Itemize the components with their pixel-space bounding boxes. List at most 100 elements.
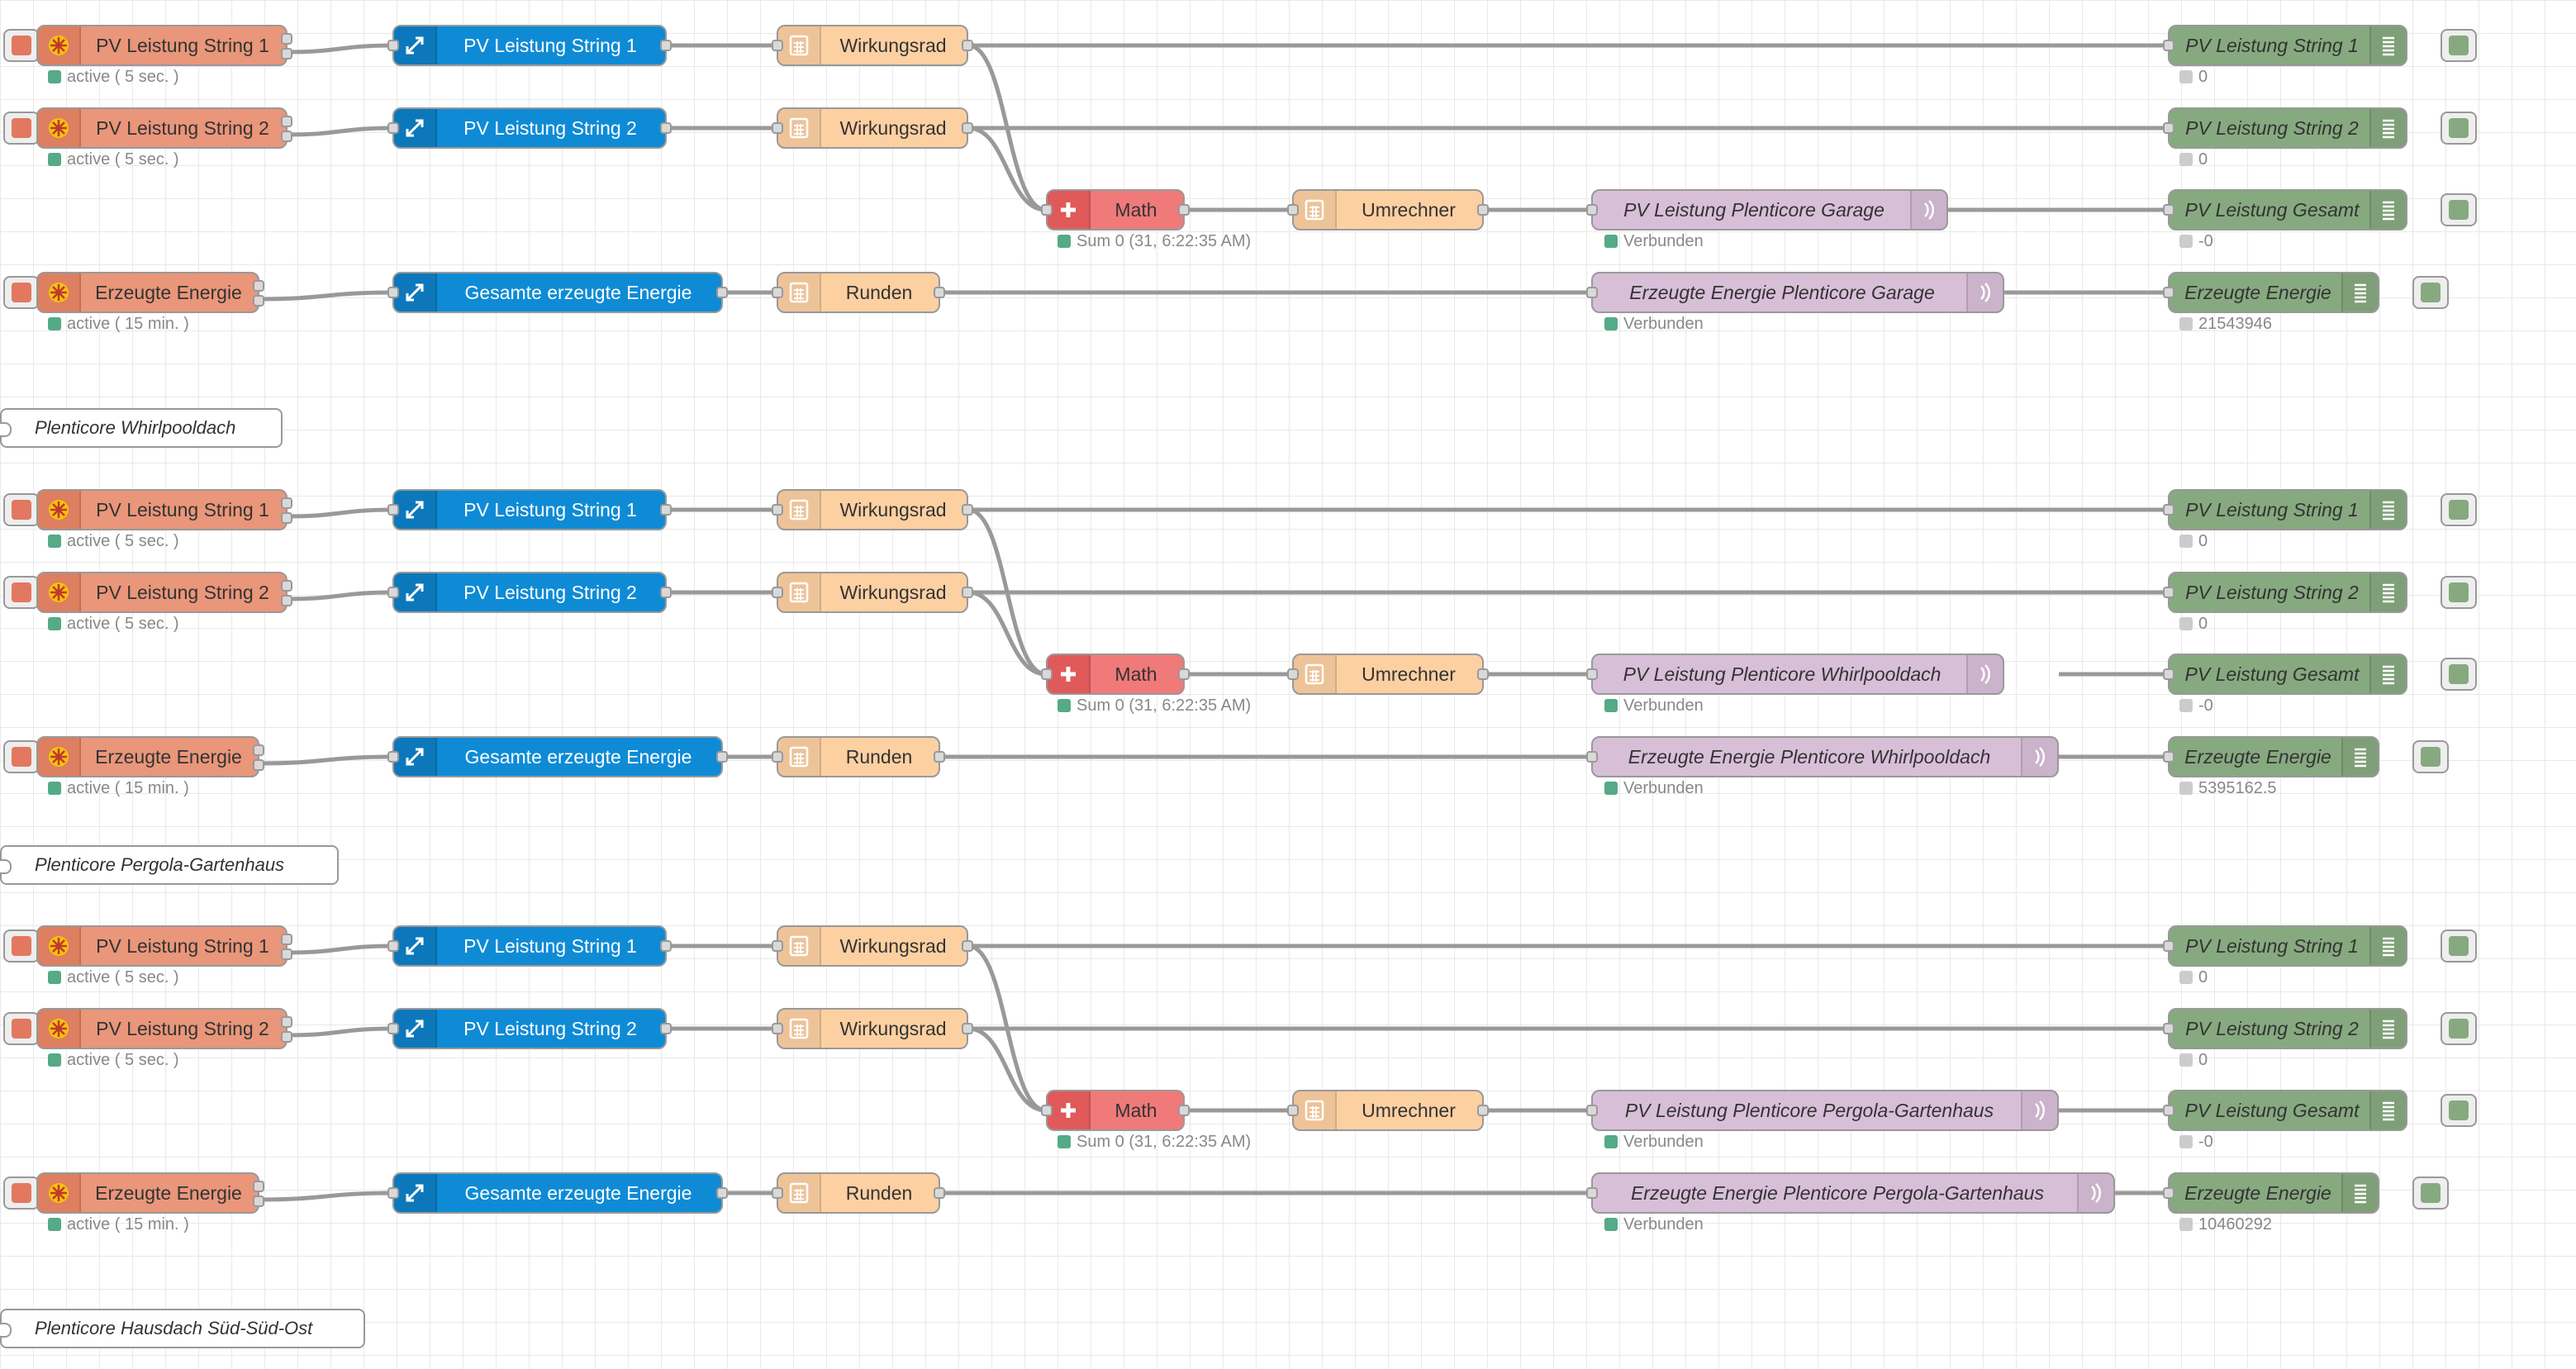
debug-node-string1[interactable]: PV Leistung String 1 [2163,925,2407,967]
function-node-wirkungsrad[interactable]: Wirkungsrad [772,1008,973,1049]
math-node[interactable]: Math [1041,189,1190,231]
debug-node-string2[interactable]: PV Leistung String 2 [2163,107,2407,149]
list-lines-icon [2369,927,2406,965]
inject-node-energy[interactable]: Erzeugte Energie [36,1172,264,1214]
debug-toggle-button[interactable] [2441,658,2477,691]
debug-node-string2[interactable]: PV Leistung String 2 [2163,572,2407,613]
debug-status: -0 [2179,1133,2213,1152]
inject-trigger-button[interactable] [3,929,40,963]
mqtt-out-node[interactable]: Erzeugte Energie Plenticore Pergola-Gart… [1586,1172,2115,1214]
comment-node-hausdach[interactable]: Plenticore Hausdach Süd-Süd-Ost [0,1309,365,1348]
function-node-umrechner[interactable]: Umrechner [1287,1090,1489,1131]
mqtt-out-node[interactable]: PV Leistung Plenticore Garage [1586,189,1948,231]
inject-trigger-button[interactable] [3,576,40,609]
math-status: Sum 0 (31, 6:22:35 AM) [1057,696,1251,715]
list-lines-icon [2369,491,2406,529]
debug-toggle-button[interactable] [2441,112,2477,145]
debug-node-energy[interactable]: Erzeugte Energie [2163,1172,2379,1214]
function-node-wirkungsrad[interactable]: Wirkungsrad [772,572,973,613]
inject-trigger-button[interactable] [3,740,40,773]
function-node-wirkungsrad[interactable]: Wirkungsrad [772,489,973,530]
inject-trigger-button[interactable] [3,1176,40,1210]
function-node-wirkungsrad[interactable]: Wirkungsrad [772,925,973,967]
debug-node-total[interactable]: PV Leistung Gesamt [2163,654,2407,695]
inject-trigger-button[interactable] [3,29,40,62]
function-node-runden[interactable]: Runden [772,272,945,313]
inject-node-energy[interactable]: Erzeugte Energie [36,272,264,313]
broadcast-icon [2021,1091,2057,1129]
inject-node-energy[interactable]: Erzeugte Energie [36,736,264,777]
debug-toggle-button[interactable] [2412,276,2449,309]
inject-node-string1[interactable]: PV Leistung String 1 [36,25,292,66]
inject-node-string2[interactable]: PV Leistung String 2 [36,572,292,613]
debug-node-string1[interactable]: PV Leistung String 1 [2163,489,2407,530]
inject-trigger-button[interactable] [3,1012,40,1045]
debug-node-energy[interactable]: Erzeugte Energie [2163,736,2379,777]
inject-status: active ( 5 sec. ) [48,150,179,169]
function-label: Runden [845,1182,913,1204]
inject-label: PV Leistung String 2 [96,117,269,139]
inject-node-string1[interactable]: PV Leistung String 1 [36,925,292,967]
inject-trigger-button[interactable] [3,276,40,309]
mqtt-out-node[interactable]: Erzeugte Energie Plenticore Garage [1586,272,2004,313]
debug-node-string1[interactable]: PV Leistung String 1 [2163,25,2407,66]
mqtt-out-node[interactable]: PV Leistung Plenticore Pergola-Gartenhau… [1586,1090,2059,1131]
function-node-wirkungsrad[interactable]: Wirkungsrad [772,25,973,66]
inject-icon [38,573,81,611]
debug-toggle-button[interactable] [2441,1012,2477,1045]
inject-node-string2[interactable]: PV Leistung String 2 [36,1008,292,1049]
debug-status: -0 [2179,696,2213,715]
function-node-umrechner[interactable]: Umrechner [1287,654,1489,695]
expand-arrows-icon [394,573,437,611]
inject-label: Erzeugte Energie [95,746,242,768]
inject-trigger-button[interactable] [3,493,40,526]
function-node-umrechner[interactable]: Umrechner [1287,189,1489,231]
debug-toggle-button[interactable] [2412,1176,2449,1210]
range-node-energy[interactable]: Gesamte erzeugte Energie [387,736,728,777]
debug-node-energy[interactable]: Erzeugte Energie [2163,272,2379,313]
inject-status: active ( 5 sec. ) [48,1051,179,1070]
debug-toggle-button[interactable] [2441,576,2477,609]
debug-node-total[interactable]: PV Leistung Gesamt [2163,189,2407,231]
inject-node-string2[interactable]: PV Leistung String 2 [36,107,292,149]
function-label: Umrechner [1362,1100,1456,1121]
range-node-string2[interactable]: PV Leistung String 2 [387,572,672,613]
mqtt-out-node[interactable]: PV Leistung Plenticore Whirlpooldach [1586,654,2004,695]
list-lines-icon [2369,1010,2406,1048]
comment-node-whirlpooldach[interactable]: Plenticore Whirlpooldach [0,408,283,448]
function-node-runden[interactable]: Runden [772,1172,945,1214]
debug-status: 0 [2179,615,2208,634]
debug-toggle-button[interactable] [2412,740,2449,773]
inject-node-string1[interactable]: PV Leistung String 1 [36,489,292,530]
range-node-string1[interactable]: PV Leistung String 1 [387,925,672,967]
debug-toggle-button[interactable] [2441,1094,2477,1127]
debug-toggle-button[interactable] [2441,929,2477,963]
inject-icon [38,273,81,311]
debug-toggle-button[interactable] [2441,493,2477,526]
inject-status: active ( 5 sec. ) [48,615,179,634]
math-node[interactable]: Math [1041,1090,1190,1131]
debug-toggle-button[interactable] [2441,193,2477,226]
mqtt-out-node[interactable]: Erzeugte Energie Plenticore Whirlpooldac… [1586,736,2059,777]
comment-node-pergola-gartenhaus[interactable]: Plenticore Pergola-Gartenhaus [0,845,339,885]
range-node-string2[interactable]: PV Leistung String 2 [387,107,672,149]
math-node[interactable]: Math [1041,654,1190,695]
inject-trigger-button[interactable] [3,112,40,145]
range-node-string1[interactable]: PV Leistung String 1 [387,25,672,66]
debug-toggle-button[interactable] [2441,29,2477,62]
function-node-wirkungsrad[interactable]: Wirkungsrad [772,107,973,149]
range-node-energy[interactable]: Gesamte erzeugte Energie [387,272,728,313]
range-node-energy[interactable]: Gesamte erzeugte Energie [387,1172,728,1214]
debug-node-string2[interactable]: PV Leistung String 2 [2163,1008,2407,1049]
comment-label: Plenticore Hausdach Süd-Süd-Ost [35,1318,313,1338]
calculator-icon [778,1174,821,1212]
debug-node-total[interactable]: PV Leistung Gesamt [2163,1090,2407,1131]
range-label: PV Leistung String 1 [463,499,637,521]
list-lines-icon [2369,573,2406,611]
function-node-runden[interactable]: Runden [772,736,945,777]
broadcast-icon [2021,738,2057,776]
range-node-string1[interactable]: PV Leistung String 1 [387,489,672,530]
function-label: Wirkungsrad [839,499,947,521]
function-label: Wirkungsrad [839,582,947,603]
range-node-string2[interactable]: PV Leistung String 2 [387,1008,672,1049]
